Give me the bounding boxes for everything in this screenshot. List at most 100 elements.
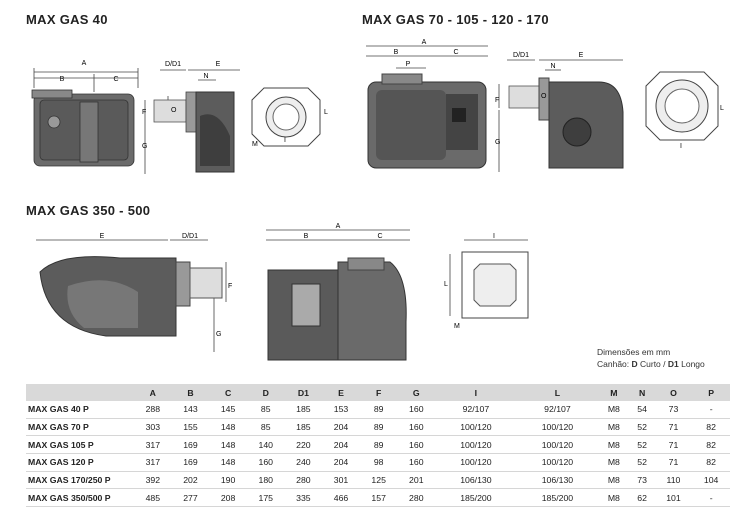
dim-label-g: G [142, 143, 147, 150]
table-header-row: A B C D D1 E F G I L M N O P [26, 384, 730, 401]
table-cell: 89 [359, 418, 398, 437]
table-cell: 160 [397, 435, 436, 455]
table-header-cell: M [598, 384, 630, 401]
table-cell: 125 [359, 471, 398, 490]
table-header-cell: P [692, 384, 730, 401]
dim-label-n: N [550, 63, 555, 70]
table-header-cell: G [397, 384, 436, 401]
table-cell: 208 [209, 488, 247, 508]
table-cell: 185/200 [435, 488, 517, 508]
table-cell: 85 [246, 418, 285, 437]
dim-label-f: F [228, 283, 232, 290]
table-cell: 98 [359, 453, 398, 472]
table-cell: 175 [246, 488, 285, 508]
max40-front-drawing: D/D1 E N F G O [142, 61, 240, 174]
table-header-cell [26, 384, 134, 401]
dim-label-a: A [82, 60, 87, 67]
table-cell-model: MAX GAS 70 P [26, 418, 134, 437]
dim-label-l: L [444, 281, 448, 288]
table-header-cell: F [359, 384, 398, 401]
table-header-cell: N [629, 384, 655, 401]
table-cell: 71 [654, 418, 693, 437]
title-max-gas-40: MAX GAS 40 [26, 12, 108, 27]
table-cell: 335 [284, 488, 323, 508]
table-cell: 100/120 [435, 418, 517, 437]
table-cell: 160 [397, 453, 436, 472]
table-header-cell: O [654, 384, 693, 401]
title-max-gas-350-500: MAX GAS 350 - 500 [26, 203, 151, 218]
table-cell-model: MAX GAS 350/500 P [26, 488, 134, 508]
table-cell: 104 [692, 471, 730, 490]
table-cell: 160 [397, 401, 436, 419]
table-cell: 82 [692, 435, 730, 455]
table-cell: 145 [209, 401, 247, 419]
table-cell: 317 [134, 453, 172, 472]
table-cell: M8 [598, 435, 630, 455]
table-cell: 185 [284, 401, 323, 419]
dim-label-b: B [60, 76, 65, 83]
table-cell: 110 [654, 471, 693, 490]
dim-label-o: O [541, 93, 547, 100]
table-cell: 301 [322, 471, 360, 490]
table-cell: 190 [209, 471, 247, 490]
table-cell: 100/120 [516, 418, 599, 437]
table-cell: 466 [322, 488, 360, 508]
table-header-cell: D1 [284, 384, 323, 401]
table-cell: 160 [246, 453, 285, 472]
table-cell: 71 [654, 453, 693, 472]
table-cell: 148 [209, 418, 247, 437]
table-cell: - [692, 488, 730, 508]
max350-side-drawing: E D/D1 F G [36, 233, 232, 352]
max350-rear-drawing: A B C [266, 223, 410, 361]
table-cell: 277 [171, 488, 210, 508]
table-cell-model: MAX GAS 120 P [26, 453, 134, 472]
table-cell: 143 [171, 401, 210, 419]
dim-label-c: C [113, 76, 118, 83]
table-cell: 62 [629, 488, 655, 508]
table-cell: 392 [134, 471, 172, 490]
table-cell: M8 [598, 401, 630, 419]
table-header-cell: C [209, 384, 247, 401]
dim-label-g: G [216, 331, 221, 338]
dim-label-c: C [453, 49, 458, 56]
table-cell: 89 [359, 401, 398, 419]
dim-label-i: I [284, 137, 286, 144]
table-header-cell: A [134, 384, 172, 401]
dim-label-p: P [406, 61, 411, 68]
dim-label-l: L [720, 105, 724, 112]
dim-label-i: I [680, 143, 682, 150]
table-cell: 240 [284, 453, 323, 472]
table-cell-model: MAX GAS 40 P [26, 401, 134, 419]
dimensions-note: Dimensões em mm Canhão: D Curto / D1 Lon… [597, 346, 705, 370]
table-cell: 100/120 [516, 453, 599, 472]
dim-label-f: F [142, 109, 146, 116]
dim-label-d-d1: D/D1 [513, 52, 529, 59]
dim-label-l: L [324, 109, 328, 116]
max70-flange-drawing: L I [645, 71, 724, 150]
table-cell: 317 [134, 435, 172, 455]
table-cell: 169 [171, 453, 210, 472]
dim-label-e: E [100, 233, 105, 240]
table-cell: 82 [692, 418, 730, 437]
dim-label-n: N [203, 73, 208, 80]
table-cell: 157 [359, 488, 398, 508]
table-cell: 71 [654, 435, 693, 455]
table-cell: 153 [322, 401, 360, 419]
table-header-cell: L [516, 384, 599, 401]
table-cell: - [692, 401, 730, 419]
table-cell: 485 [134, 488, 172, 508]
max40-side-drawing: A B C [31, 60, 139, 167]
table-cell: 303 [134, 418, 172, 437]
max70-side-drawing: A B C P [366, 39, 488, 169]
note-units: Dimensões em mm [597, 347, 671, 357]
table-cell: 160 [397, 418, 436, 437]
table-cell: M8 [598, 453, 630, 472]
table-cell: 148 [209, 435, 247, 455]
dim-label-m: M [252, 141, 258, 148]
max350-flange-drawing: I L M [444, 233, 529, 330]
